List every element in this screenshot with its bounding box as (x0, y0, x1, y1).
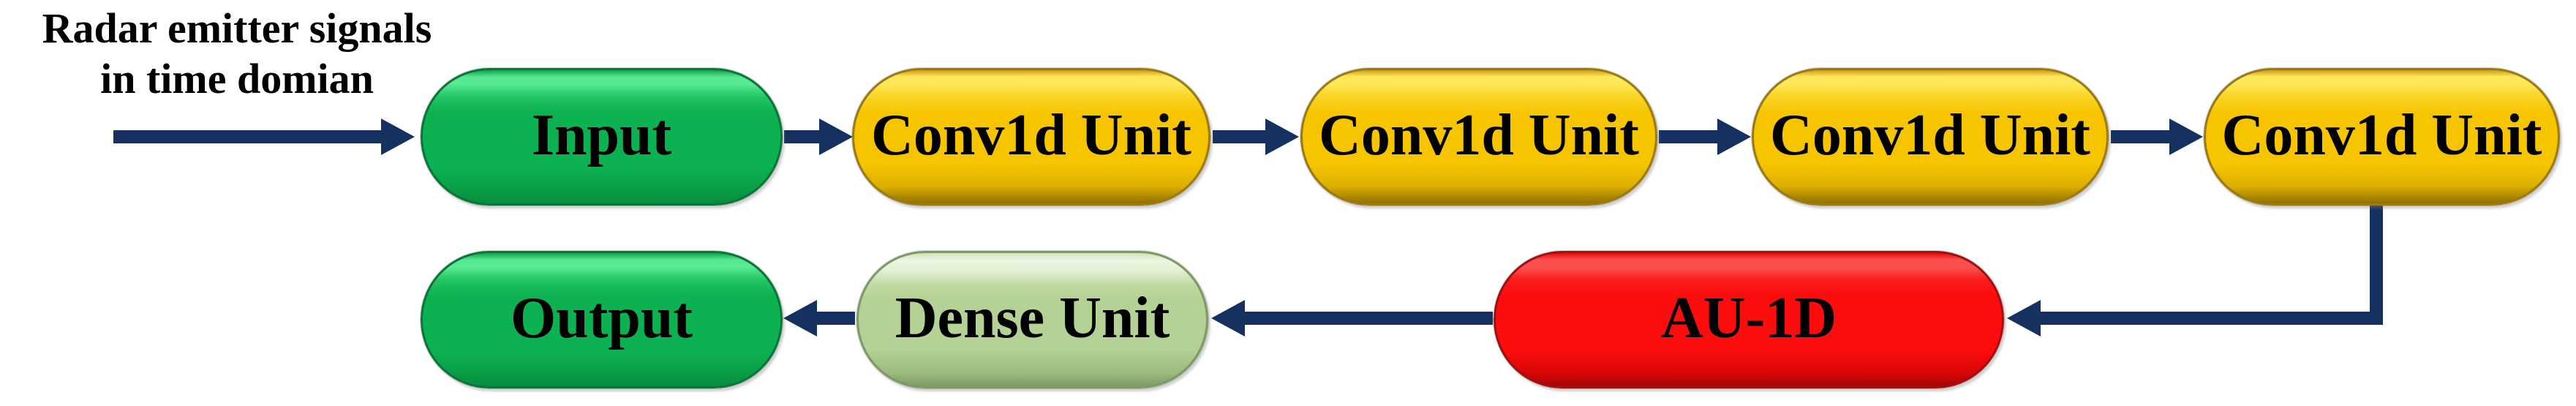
arrow-head-left-icon (783, 300, 817, 337)
arrow-shaft (1243, 312, 1493, 325)
elbow-vertical-segment (2370, 203, 2383, 325)
arrow-head-left-icon (1211, 300, 1245, 337)
node-label: Conv1d Unit (1319, 102, 1639, 168)
node-label: Conv1d Unit (1770, 102, 2090, 168)
arrow-shaft (816, 312, 855, 325)
arrow-head-right-icon (381, 119, 415, 155)
title-line-1: Radar emitter signals (42, 4, 432, 52)
arrow-shaft (113, 130, 383, 143)
elbow-horizontal-segment (2039, 312, 2383, 325)
arrow-shaft (2111, 130, 2171, 143)
node-conv1d-2: Conv1d Unit (1300, 68, 1657, 206)
arrow-head-right-icon (1265, 119, 1299, 155)
arrow-head-left-icon (2007, 300, 2041, 337)
node-dense-unit: Dense Unit (856, 251, 1208, 388)
node-label: Output (511, 285, 693, 350)
node-output: Output (421, 251, 783, 388)
node-label: Conv1d Unit (2221, 102, 2542, 168)
diagram-title: Radar emitter signals in time domian (20, 3, 453, 104)
node-conv1d-4: Conv1d Unit (2204, 68, 2560, 206)
arrow-shaft (784, 130, 821, 143)
arrow-head-right-icon (1717, 119, 1751, 155)
arrow-head-right-icon (819, 119, 853, 155)
node-label: Conv1d Unit (871, 102, 1191, 168)
node-input: Input (421, 68, 783, 206)
arrow-head-right-icon (2169, 119, 2203, 155)
title-line-2: in time domian (100, 55, 374, 102)
node-conv1d-3: Conv1d Unit (1752, 68, 2109, 206)
arrow-shaft (1213, 130, 1267, 143)
node-conv1d-1: Conv1d Unit (852, 68, 1210, 206)
arrow-shaft (1659, 130, 1719, 143)
node-label: Input (531, 102, 672, 168)
node-label: Dense Unit (895, 285, 1170, 350)
node-au-1d: AU-1D (1494, 251, 2004, 388)
node-label: AU-1D (1661, 285, 1837, 350)
